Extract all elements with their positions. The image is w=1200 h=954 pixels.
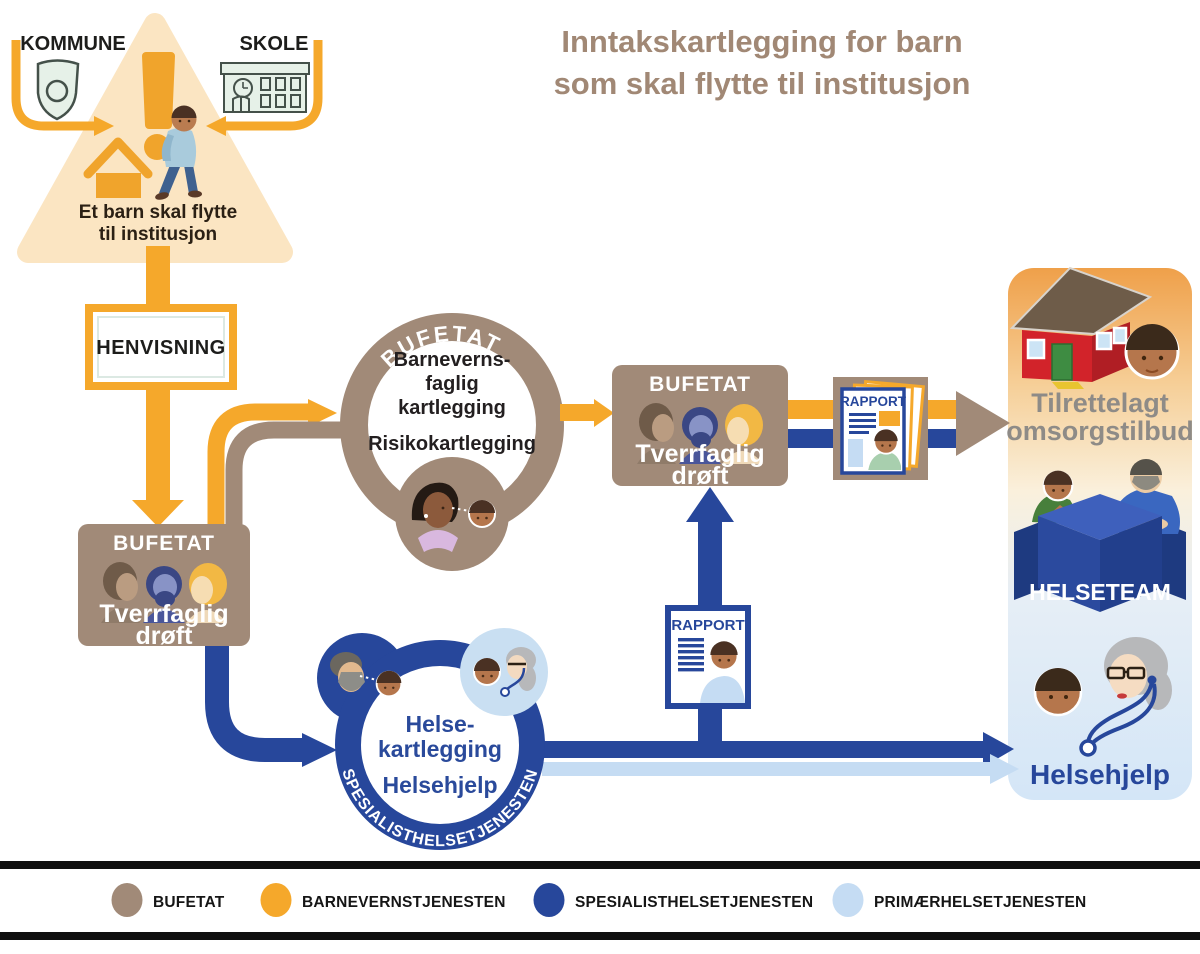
- henvisning-flow-stub: [146, 246, 170, 312]
- legend-swatch-barnevernstjenesten: [260, 883, 292, 917]
- red-house-illustration: [1009, 266, 1153, 389]
- legend-swatch-spesialisthelsetjenesten: [533, 883, 565, 917]
- rapport-bottom-icon: RAPPORT: [665, 605, 751, 709]
- henvisning-label: HENVISNING: [96, 337, 225, 359]
- father-child-illustration: [330, 652, 403, 698]
- henvisning-box: [85, 304, 237, 390]
- rapport-top-label: RAPPORT: [840, 394, 907, 409]
- helsehjelp-illustration: [1033, 637, 1172, 757]
- walking-child-illustration: [155, 105, 202, 200]
- rapport-top-child-photo: [868, 428, 901, 470]
- page-title: Inntakskartlegging for barn som skal fly…: [554, 24, 971, 101]
- house-icon: [83, 137, 153, 198]
- trigger-caption-line-1: Et barn skal flytte: [79, 202, 237, 223]
- title-line-2: som skal flytte til institusjon: [554, 66, 971, 101]
- kartlegging-line-2: faglig: [425, 373, 478, 395]
- kartlegging-line-3: kartlegging: [398, 397, 506, 419]
- rapport-top-icon: RAPPORT: [833, 377, 928, 480]
- skole-arrow: [206, 40, 323, 136]
- legend-top-rule: [0, 861, 1200, 869]
- bufetat-mid-line-2: drøft: [672, 462, 730, 490]
- municipality-shield-icon: [36, 59, 80, 121]
- skole-label: SKOLE: [240, 33, 309, 55]
- arrow-circle-to-midbox: [560, 399, 614, 427]
- legend-label-bufetat: BUFETAT: [153, 894, 225, 911]
- title-line-1: Inntakskartlegging for barn: [561, 24, 962, 59]
- spesialist-line: [542, 741, 985, 758]
- legend-item-barnevernstjenesten: BARNEVERNSTJENESTEN: [260, 883, 506, 917]
- primaer-arrowhead: [990, 754, 1019, 784]
- helse-circle-group: Helse- kartlegging Helsehjelp SPESIALIST…: [317, 628, 548, 850]
- kommune-arrow: [11, 40, 114, 136]
- care-offer-line-2: omsorgstilbud: [1006, 416, 1194, 446]
- henvisning-down-arrow-shaft: [146, 384, 170, 502]
- helse-circle-line-2: kartlegging: [378, 736, 502, 762]
- mother-child-illustration: [411, 482, 496, 552]
- rapport-bottom-label: RAPPORT: [671, 617, 744, 634]
- connector-yellow-to-circle: [207, 399, 337, 526]
- helseteam-label: HELSETEAM: [1029, 579, 1171, 605]
- helseteam-illustration: [1014, 459, 1186, 612]
- trigger-group: KOMMUNE SKOLE: [11, 13, 323, 312]
- connector-brown-to-circle: [225, 421, 372, 526]
- blue-branch-up-arrowhead: [686, 487, 734, 522]
- risikokartlegging-label: Risikokartlegging: [368, 433, 536, 455]
- henvisning-down-arrowhead: [132, 500, 184, 527]
- bufetat-box-left: BUFETAT Tverrfaglig drøft: [78, 524, 250, 650]
- care-offer-line-1: Tilrettelagt: [1031, 388, 1169, 418]
- legend-item-primaerhelsetjenesten: PRIMÆRHELSETJENESTEN: [832, 883, 1086, 917]
- legend-swatch-primaerhelsetjenesten: [832, 883, 864, 917]
- kartlegging-circle-group: BUFETAT Barneverns- faglig kartlegging R…: [340, 313, 564, 571]
- bufetat-left-org-label: BUFETAT: [113, 532, 215, 555]
- school-building-icon: [220, 62, 310, 113]
- helse-circle-line-3: Helsehjelp: [382, 772, 497, 798]
- legend-label-primaerhelsetjenesten: PRIMÆRHELSETJENESTEN: [874, 894, 1086, 911]
- connector-blue-to-helse-circle: [205, 644, 337, 767]
- legend: BUFETAT BARNEVERNSTJENESTEN SPESIALISTHE…: [0, 861, 1200, 940]
- bufetat-left-line-1: Tverrfaglig: [99, 600, 228, 628]
- legend-bottom-rule: [0, 932, 1200, 940]
- outcome-panel-content: Tilrettelagt omsorgstilbud HELSETEAM: [1006, 266, 1194, 790]
- rapport-bottom-child-photo: [700, 640, 745, 703]
- legend-swatch-bufetat: [111, 883, 143, 917]
- legend-label-barnevernstjenesten: BARNEVERNSTJENESTEN: [302, 894, 506, 911]
- kommune-label: KOMMUNE: [20, 33, 126, 55]
- bufetat-left-line-2: drøft: [136, 622, 194, 650]
- kartlegging-line-1: Barneverns-: [394, 349, 511, 371]
- bufetat-mid-line-1: Tverrfaglig: [635, 440, 764, 468]
- henvisning-group: HENVISNING: [85, 304, 237, 527]
- brown-outcome-arrowhead: [956, 391, 1010, 456]
- trigger-caption-line-2: til institusjon: [99, 224, 217, 245]
- blue-flow-lines: [542, 487, 1019, 784]
- helse-circle-line-1: Helse-: [405, 711, 474, 737]
- henvisning-box-inner-line: [97, 316, 225, 378]
- primaer-line: [542, 762, 992, 776]
- bufetat-mid-org-label: BUFETAT: [649, 373, 751, 396]
- helsehjelp-label: Helsehjelp: [1030, 759, 1170, 790]
- legend-item-bufetat: BUFETAT: [111, 883, 225, 917]
- bufetat-box-mid: BUFETAT Tverrfaglig drøft: [612, 365, 788, 490]
- child-doctor-illustration: [473, 647, 536, 697]
- legend-item-spesialisthelsetjenesten: SPESIALISTHELSETJENESTEN: [533, 883, 813, 917]
- boy-face-illustration: [1124, 324, 1180, 380]
- legend-label-spesialisthelsetjenesten: SPESIALISTHELSETJENESTEN: [575, 894, 813, 911]
